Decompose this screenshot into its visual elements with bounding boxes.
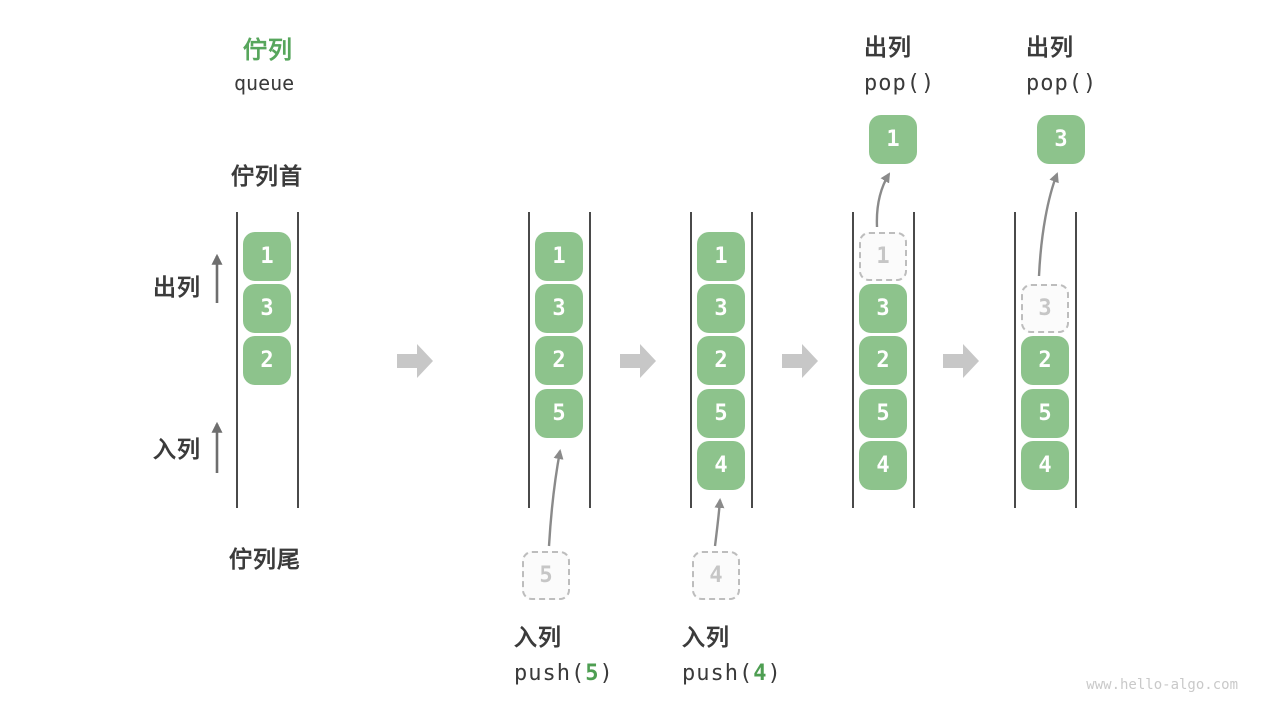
queue-cell: 3 bbox=[697, 284, 745, 333]
staging-cell: 5 bbox=[522, 551, 570, 600]
queue-cell: 1 bbox=[697, 232, 745, 281]
diagram-title-en: queue bbox=[234, 71, 295, 95]
queue-cell: 3 bbox=[535, 284, 583, 333]
op-label-block: 入列 push(4) bbox=[682, 618, 782, 686]
queue-cell: 2 bbox=[697, 336, 745, 385]
transition-arrow-3 bbox=[782, 344, 818, 378]
queue-channel-wall bbox=[852, 212, 854, 508]
op-code-arg: 5 bbox=[585, 661, 600, 686]
label-queue-rear: 佇列尾 bbox=[229, 546, 301, 572]
queue-cell: 5 bbox=[697, 389, 745, 438]
op-label-zh: 入列 bbox=[514, 624, 562, 650]
op-label-code: pop() bbox=[864, 71, 935, 96]
queue-channel-wall bbox=[297, 212, 299, 508]
queue-cell: 1 bbox=[243, 232, 291, 281]
popped-cell: 3 bbox=[1037, 115, 1085, 164]
transition-arrow-2 bbox=[620, 344, 656, 378]
queue-cell: 2 bbox=[243, 336, 291, 385]
queue-cell: 4 bbox=[859, 441, 907, 490]
queue-cell: 3 bbox=[859, 284, 907, 333]
op-label-code: push(5) bbox=[514, 661, 614, 686]
queue-cell: 2 bbox=[859, 336, 907, 385]
queue-cell-dashed: 1 bbox=[859, 232, 907, 281]
op-label-zh: 出列 bbox=[1026, 34, 1074, 60]
queue-channel-wall bbox=[751, 212, 753, 508]
queue-cell: 1 bbox=[535, 232, 583, 281]
op-code-prefix: push( bbox=[682, 661, 754, 686]
op-label-code: pop() bbox=[1026, 71, 1097, 96]
queue-channel-wall bbox=[1075, 212, 1077, 508]
queue-cell-dashed: 3 bbox=[1021, 284, 1069, 333]
push-5-arrow bbox=[547, 449, 564, 547]
queue-cell: 5 bbox=[535, 389, 583, 438]
op-code-prefix: pop() bbox=[864, 71, 936, 96]
pop-1-arrow bbox=[875, 172, 891, 228]
queue-cell: 3 bbox=[243, 284, 291, 333]
push-4-arrow bbox=[713, 498, 725, 547]
op-code-suffix: ) bbox=[767, 661, 782, 686]
queue-channel-wall bbox=[236, 212, 238, 508]
op-label-zh: 出列 bbox=[864, 34, 912, 60]
op-label-zh: 入列 bbox=[682, 624, 730, 650]
queue-cell: 2 bbox=[535, 336, 583, 385]
queue-cell: 5 bbox=[859, 389, 907, 438]
queue-cell: 4 bbox=[1021, 441, 1069, 490]
op-label-block: 出列 pop() bbox=[1026, 28, 1097, 96]
label-dequeue: 出列 bbox=[153, 274, 201, 300]
label-queue-front: 佇列首 bbox=[231, 163, 303, 189]
queue-channel-wall bbox=[589, 212, 591, 508]
pop-3-arrow bbox=[1037, 172, 1059, 277]
diagram-title-zh: 佇列 bbox=[243, 37, 293, 64]
popped-cell: 1 bbox=[869, 115, 917, 164]
queue-channel-wall bbox=[690, 212, 692, 508]
op-label-block: 入列 push(5) bbox=[514, 618, 614, 686]
op-code-arg: 4 bbox=[753, 661, 768, 686]
transition-arrow-4 bbox=[943, 344, 979, 378]
transition-arrow-1 bbox=[397, 344, 433, 378]
label-enqueue: 入列 bbox=[153, 436, 201, 462]
op-code-suffix: ) bbox=[599, 661, 614, 686]
queue-cell: 2 bbox=[1021, 336, 1069, 385]
queue-channel-wall bbox=[913, 212, 915, 508]
op-label-block: 出列 pop() bbox=[864, 28, 935, 96]
staging-cell: 4 bbox=[692, 551, 740, 600]
queue-channel-wall bbox=[1014, 212, 1016, 508]
op-code-prefix: pop() bbox=[1026, 71, 1098, 96]
queue-channel-wall bbox=[528, 212, 530, 508]
op-label-code: push(4) bbox=[682, 661, 782, 686]
queue-cell: 5 bbox=[1021, 389, 1069, 438]
queue-cell: 4 bbox=[697, 441, 745, 490]
op-code-prefix: push( bbox=[514, 661, 586, 686]
watermark: www.hello-algo.com bbox=[1086, 677, 1238, 693]
